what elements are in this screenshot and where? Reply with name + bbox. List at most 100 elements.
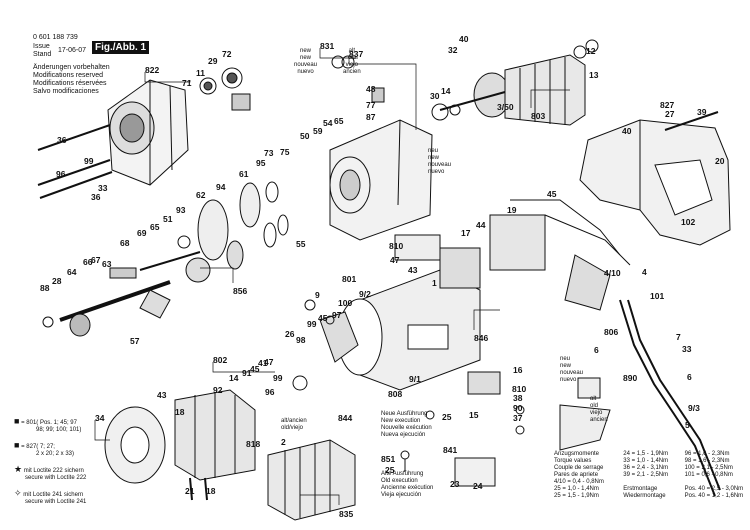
callout-36: 36	[57, 135, 67, 145]
callout-841: 841	[443, 445, 458, 455]
torque-cell: 24 = 1,5 - 1,9Nm	[623, 451, 669, 457]
callout-95: 95	[256, 158, 266, 168]
modification-line: Modifications reserved	[33, 72, 104, 79]
torque-cell: Couple de serrage	[554, 465, 604, 471]
issue-label: Issue	[33, 43, 50, 50]
callout-18: 18	[175, 407, 185, 417]
callout-61: 61	[239, 169, 249, 179]
callout-55: 55	[296, 239, 306, 249]
callout-801: 801	[342, 274, 357, 284]
callout-69: 69	[137, 228, 147, 238]
torque-cell: 98 = 1,6 - 2,3Nm	[684, 458, 730, 464]
callout-837: 837	[349, 49, 364, 59]
callout-99: 99	[273, 373, 283, 383]
legend-801: ■ = 801( Pos. 1; 45; 97 98; 99; 100; 101…	[14, 416, 82, 434]
callout-50: 50	[300, 131, 310, 141]
callout-810: 810	[512, 384, 527, 394]
callout-66: 66	[83, 257, 93, 267]
callout-47: 47	[390, 255, 400, 265]
callout-57: 57	[130, 336, 140, 346]
torque-cell	[685, 479, 744, 486]
callout-9-1: 9/1	[409, 374, 421, 384]
callout-90: 90	[513, 403, 523, 413]
callout-65: 65	[150, 222, 160, 232]
callout-71: 71	[182, 78, 192, 88]
callout-11: 11	[196, 68, 205, 78]
callout-26: 26	[285, 329, 295, 339]
callout-12: 12	[586, 46, 596, 56]
callout-29: 29	[208, 56, 218, 66]
callout-831: 831	[320, 41, 335, 51]
callout-93: 93	[176, 205, 186, 215]
callout-98: 98	[296, 335, 306, 345]
issue-date: 17-06-07	[58, 47, 87, 54]
callout-32: 32	[448, 45, 458, 55]
callout-9-3: 9/3	[688, 403, 700, 413]
legend-loctite-241: ✧ mit Loctite 241 sichern secure with Lo…	[14, 488, 87, 506]
callout-17: 17	[461, 228, 471, 238]
callout-99: 99	[84, 156, 94, 166]
callout-808: 808	[388, 389, 403, 399]
callout-810: 810	[389, 241, 404, 251]
callout-43: 43	[408, 265, 418, 275]
callout-101: 101	[650, 291, 665, 301]
modification-line: Änderungen vorbehalten	[33, 64, 110, 71]
callout-802: 802	[213, 355, 228, 365]
callout-30: 30	[430, 91, 440, 101]
modification-line: Salvo modificaciones	[33, 88, 99, 95]
torque-cell: 25 = 1,0 - 1,4Nm	[554, 486, 599, 492]
callout-100: 100	[338, 298, 353, 308]
legend-loctite-222: ★ mit Loctite 222 sichern secure with Lo…	[14, 464, 87, 482]
callout-6: 6	[594, 345, 599, 355]
callout-92: 92	[213, 385, 223, 395]
callout-65: 65	[334, 116, 344, 126]
callout-27: 27	[665, 109, 675, 119]
callout-846: 846	[474, 333, 489, 343]
callout-43: 43	[157, 390, 167, 400]
motor-housing-837	[329, 119, 433, 241]
torque-cell: Wiedermontage	[623, 493, 666, 499]
callout-851: 851	[381, 454, 396, 464]
callout-5: 5	[685, 420, 690, 430]
callout-835: 835	[339, 509, 354, 519]
callout-21: 21	[185, 486, 195, 496]
callout-14: 14	[229, 373, 239, 383]
torque-cell: 36 = 2,4 - 3,1Nm	[623, 465, 669, 471]
callout-890: 890	[623, 373, 638, 383]
callout-75: 75	[280, 147, 290, 157]
gear-train	[139, 181, 289, 283]
callout-803: 803	[531, 111, 546, 121]
callout-33: 33	[98, 183, 108, 193]
torque-cell: Pos. 40 = 2,5 - 3,0Nm	[684, 486, 744, 492]
callout-9: 9	[315, 290, 320, 300]
torque-cell: 96 = 1,6 - 2,3Nm	[684, 451, 730, 457]
callout-45: 45	[318, 313, 328, 323]
callout-822: 822	[145, 65, 160, 75]
callout-4: 4	[642, 267, 647, 277]
modification-line: Modifications réservées	[33, 80, 107, 87]
callout-1: 1	[432, 278, 437, 288]
callout-68: 68	[120, 238, 130, 248]
callout-59: 59	[313, 126, 323, 136]
callout-18: 18	[206, 486, 216, 496]
stand-label: Stand	[33, 51, 52, 58]
callout-28: 28	[52, 276, 62, 286]
callout-36: 36	[91, 192, 101, 202]
callout-13: 13	[589, 70, 599, 80]
torque-cell: Pos. 40 = 1,2 - 1,6Nm	[684, 493, 744, 499]
callout-23: 23	[450, 479, 460, 489]
callout-15: 15	[469, 410, 479, 420]
callout-41: 41	[258, 358, 268, 368]
callout-34: 34	[95, 413, 105, 423]
stator-802	[104, 389, 256, 501]
callout-87: 87	[366, 112, 376, 122]
callout-38: 38	[513, 393, 523, 403]
field-coil	[267, 439, 356, 521]
